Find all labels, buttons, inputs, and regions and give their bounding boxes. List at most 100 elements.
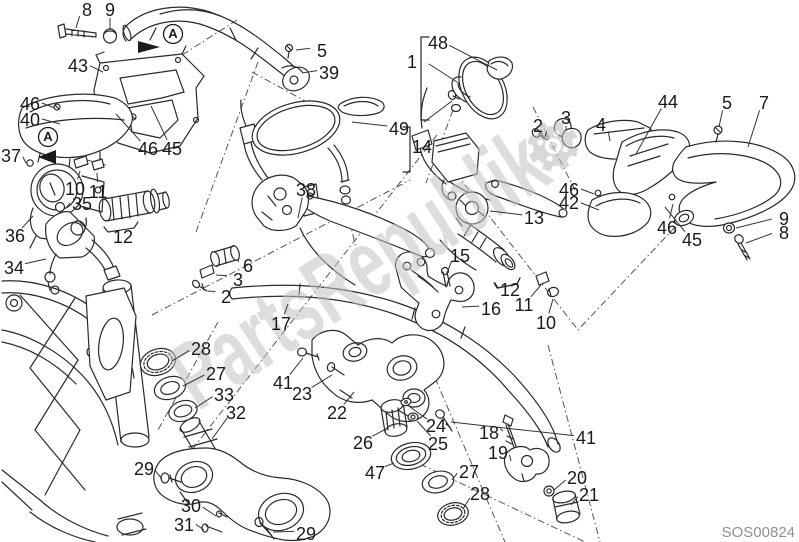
callout-leader-5-30 <box>718 110 724 128</box>
callout-28-45: 28 <box>191 339 211 359</box>
callout-leader-10-10 <box>77 170 81 180</box>
callout-18-63: 18 <box>479 423 499 443</box>
right-bar-end-art <box>587 125 796 261</box>
gear-watermark-icon <box>527 120 579 172</box>
callout-leader-46-5 <box>41 102 56 109</box>
bracket-assembly-14 <box>402 126 411 173</box>
callout-44-29: 44 <box>658 92 678 112</box>
callout-leader-21-66 <box>570 496 579 506</box>
diagram-code: SOS00824 <box>722 524 795 541</box>
callout-leader-46-34 <box>669 203 674 219</box>
callout-leader-28-62 <box>462 497 471 510</box>
callout-46-34: 46 <box>657 218 677 238</box>
callout-5-30: 5 <box>722 93 732 113</box>
callout-24-58: 24 <box>426 416 446 436</box>
callout-leader-28-45 <box>171 349 190 362</box>
callout-10-42: 10 <box>536 313 556 333</box>
callout-19-64: 19 <box>488 443 508 463</box>
callout-30-55: 30 <box>181 496 201 516</box>
callout-leader-39-3 <box>301 70 318 74</box>
callout-41-60: 41 <box>576 428 596 448</box>
callout-40-6: 40 <box>20 110 40 130</box>
callout-13-38: 13 <box>524 208 544 228</box>
callout-leader-29-57 <box>272 530 295 533</box>
callout-45-17: 45 <box>162 139 182 159</box>
callout-10-10: 10 <box>65 179 85 199</box>
callout-leader-3-19 <box>215 274 227 277</box>
callout-leader-9-36 <box>735 218 773 229</box>
callout-5-2: 5 <box>317 41 327 61</box>
callout-29-54: 29 <box>134 459 154 479</box>
callout-leader-27-46 <box>182 374 205 387</box>
callout-1-25: 1 <box>407 52 417 72</box>
callout-8-0: 8 <box>82 0 92 20</box>
callout-6-18: 6 <box>243 256 253 276</box>
callout-11-41: 11 <box>515 295 534 315</box>
callout-46-32: 46 <box>559 180 579 200</box>
callout-leader-43-4 <box>89 65 104 73</box>
seal-rings-art <box>390 441 469 526</box>
callout-leader-4-28 <box>607 131 611 142</box>
callout-37-9: 37 <box>1 146 21 166</box>
callout-leader-47-53 <box>384 462 395 468</box>
callout-41-49: 41 <box>273 373 293 393</box>
callout-9-36: 9 <box>779 209 789 229</box>
view-marker-circle-8 <box>37 126 59 148</box>
assembly-brackets <box>402 36 521 289</box>
callout-leader-45-17 <box>150 105 168 140</box>
callout-47-53: 47 <box>365 463 385 483</box>
callout-leader-7-31 <box>747 110 761 148</box>
callout-3-27: 3 <box>561 108 571 128</box>
callout-leader-20-65 <box>553 479 566 491</box>
callout-leader-40-6 <box>41 118 61 125</box>
callout-11-11: 11 <box>89 182 108 202</box>
callout-31-56: 31 <box>174 515 194 535</box>
callout-46-16: 46 <box>138 139 158 159</box>
view-arrows <box>38 41 160 164</box>
callout-2-20: 2 <box>221 287 231 307</box>
callout-leader-48-24 <box>448 44 498 71</box>
callout-leader-8-0 <box>75 15 81 29</box>
callout-leader-36-13 <box>21 215 34 229</box>
callout-22-51: 22 <box>327 403 347 423</box>
callout-leader-15-39 <box>446 261 452 274</box>
callout-leader-45-35 <box>664 206 686 233</box>
view-a-arrow-icon <box>138 41 160 53</box>
bracket-assembly-1 <box>420 36 430 121</box>
callout-21-66: 21 <box>579 485 599 505</box>
callout-28-62: 28 <box>470 484 490 504</box>
callout-leader-31-56 <box>195 524 205 531</box>
callout-7-31: 7 <box>759 93 769 113</box>
callout-38-23: 38 <box>296 180 316 200</box>
callout-8-37: 8 <box>779 223 789 243</box>
callout-32-48: 32 <box>226 403 246 423</box>
callout-leader-5-2 <box>295 47 311 51</box>
callout-14-22: 14 <box>412 137 432 157</box>
callout-23-50: 23 <box>292 384 312 404</box>
callout-35-12: 35 <box>72 194 92 214</box>
callout-leader-33-47 <box>194 396 213 409</box>
view-marker-circle-7 <box>162 23 184 45</box>
callout-leader-6-18 <box>237 259 240 263</box>
callout-leader-18-63 <box>499 428 504 432</box>
callout-49-21: 49 <box>389 119 409 139</box>
callout-15-39: 15 <box>450 246 470 266</box>
callout-26-52: 26 <box>353 433 373 453</box>
callout-leader-17-44 <box>283 303 289 315</box>
callout-leader-35-12 <box>65 202 71 209</box>
callout-2-26: 2 <box>533 116 543 136</box>
bracket-grip-12 <box>493 277 521 289</box>
callout-39-3: 39 <box>319 63 339 83</box>
callout-leader-23-50 <box>311 374 333 388</box>
callout-17-44: 17 <box>271 314 291 334</box>
left-mirror-art <box>251 96 385 205</box>
top-handlebar-art <box>18 6 310 168</box>
callout-leader-10-42 <box>548 298 554 314</box>
callout-leader-41-49 <box>289 357 304 375</box>
callout-46-5: 46 <box>20 94 40 114</box>
callout-leader-27-61 <box>451 472 458 481</box>
callout-leader-37-9 <box>22 156 27 164</box>
callout-48-24: 48 <box>428 33 448 53</box>
